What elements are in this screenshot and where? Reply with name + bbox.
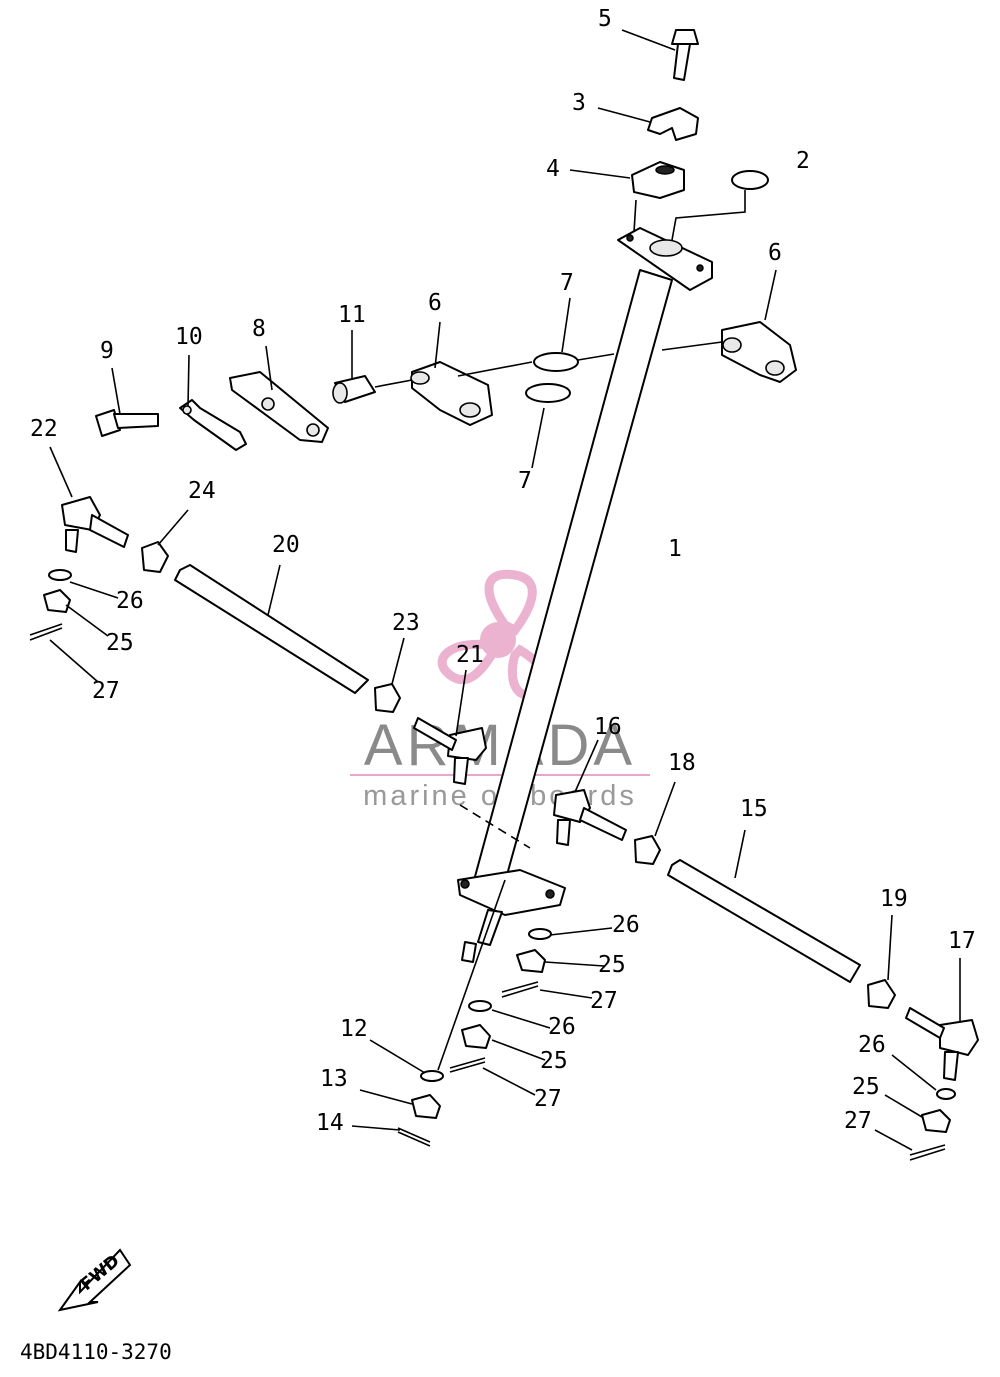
leader-lines <box>49 29 961 1151</box>
part-26-washer-right <box>936 1088 956 1100</box>
callout-27: 27 <box>844 1108 872 1134</box>
part-27-pin-left <box>29 623 63 641</box>
part-3-bracket <box>647 107 699 141</box>
callout-3: 3 <box>572 90 586 116</box>
part-14-pin <box>397 1127 431 1147</box>
part-19-nut <box>867 979 896 1009</box>
part-8-plate <box>229 371 329 443</box>
part-1-steering-column <box>457 227 713 963</box>
callout-4: 4 <box>546 156 560 182</box>
part-20-rod <box>174 564 369 694</box>
callout-23: 23 <box>392 610 420 636</box>
callout-8: 8 <box>252 316 266 342</box>
part-16-rod-end <box>553 789 627 846</box>
part-6-link-right <box>721 321 797 383</box>
callout-2: 2 <box>796 148 810 174</box>
callout-27: 27 <box>92 678 120 704</box>
callout-7: 7 <box>560 270 574 296</box>
callout-7: 7 <box>518 468 532 494</box>
part-26-washer-left <box>48 569 72 581</box>
part-26-washer-mid <box>528 928 552 940</box>
callout-22: 22 <box>30 416 58 442</box>
part-17-rod-end <box>905 1007 979 1081</box>
callout-18: 18 <box>668 750 696 776</box>
part-12-washer <box>420 1070 444 1082</box>
callout-25: 25 <box>106 630 134 656</box>
part-26-washer-lower <box>468 1000 492 1012</box>
fwd-arrow <box>57 1248 132 1312</box>
callout-25: 25 <box>598 952 626 978</box>
callout-19: 19 <box>880 886 908 912</box>
part-11-collar <box>332 375 376 404</box>
part-22-rod-end <box>61 496 129 553</box>
part-21-rod-end <box>413 717 487 785</box>
callout-21: 21 <box>456 642 484 668</box>
part-27-pin-right <box>909 1144 946 1161</box>
part-13-nut <box>411 1094 441 1119</box>
part-6-link-left <box>410 361 493 426</box>
callout-15: 15 <box>740 796 768 822</box>
part-27-pin-lower <box>449 1057 486 1073</box>
part-7-ring-upper <box>533 352 579 372</box>
part-25-nut-lower <box>461 1024 491 1049</box>
part-9-bolt <box>95 409 159 437</box>
callout-26: 26 <box>116 588 144 614</box>
part-7-ring-lower <box>525 383 571 403</box>
part-5-bolt <box>671 29 699 81</box>
callout-12: 12 <box>340 1016 368 1042</box>
callout-6: 6 <box>768 240 782 266</box>
part-23-nut <box>374 683 401 713</box>
callout-1: 1 <box>668 536 682 562</box>
callout-25: 25 <box>540 1048 568 1074</box>
callout-20: 20 <box>272 532 300 558</box>
callout-26: 26 <box>548 1014 576 1040</box>
part-10-lock-plate <box>179 399 247 451</box>
part-24-nut <box>141 541 169 573</box>
part-25-nut-left <box>43 589 71 613</box>
callout-14: 14 <box>316 1110 344 1136</box>
callout-9: 9 <box>100 338 114 364</box>
part-27-pin-mid <box>501 981 539 998</box>
callout-16: 16 <box>594 714 622 740</box>
callout-24: 24 <box>188 478 216 504</box>
part-18-nut <box>634 835 661 865</box>
part-15-rod <box>667 859 861 983</box>
watermark-brand: ARMADA <box>364 713 636 778</box>
part-25-nut-mid <box>516 949 546 973</box>
part-25-nut-right <box>921 1109 951 1133</box>
callout-27: 27 <box>590 988 618 1014</box>
callout-26: 26 <box>612 912 640 938</box>
callout-25: 25 <box>852 1074 880 1100</box>
callout-6: 6 <box>428 290 442 316</box>
part-2-cap <box>731 170 769 190</box>
callout-11: 11 <box>338 302 366 328</box>
diagram-code: 4BD4110-3270 <box>20 1340 172 1364</box>
callout-5: 5 <box>598 6 612 32</box>
callout-13: 13 <box>320 1066 348 1092</box>
callout-10: 10 <box>175 324 203 350</box>
callout-17: 17 <box>948 928 976 954</box>
callout-26: 26 <box>858 1032 886 1058</box>
callout-27: 27 <box>534 1086 562 1112</box>
